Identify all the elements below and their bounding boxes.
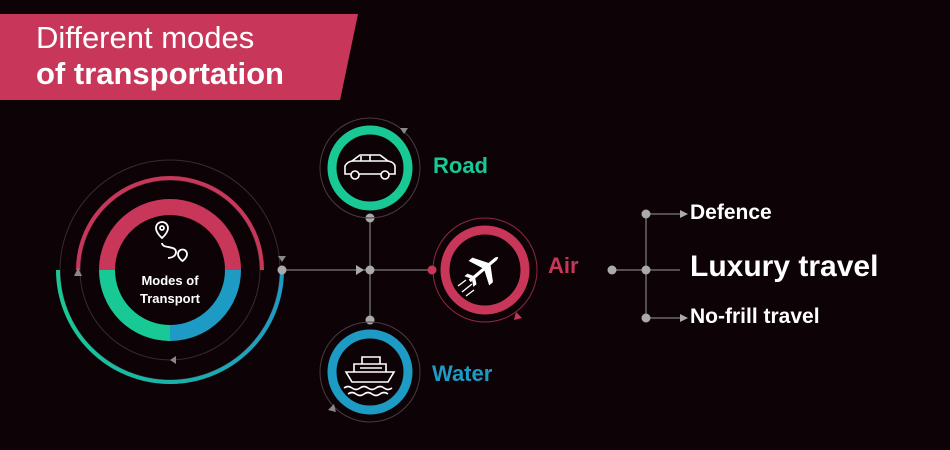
- hub-ring-green: [99, 269, 171, 341]
- road-label: Road: [433, 153, 488, 178]
- route-pin-icon: [155, 221, 188, 263]
- node-water: [365, 315, 375, 325]
- road-ring-arrow: [400, 128, 408, 134]
- air-node: [432, 217, 538, 323]
- node-junction: [365, 265, 375, 275]
- arrow-to-junction: [356, 265, 364, 275]
- airplane-icon: [464, 256, 499, 287]
- hub-arrow-bottom: [170, 356, 176, 364]
- water-label: Water: [432, 361, 493, 386]
- road-ring: [327, 125, 413, 211]
- center-label: Modes of Transport: [120, 272, 220, 308]
- center-label-line-1: Modes of: [141, 273, 199, 288]
- water-node: [319, 321, 421, 423]
- car-icon: [344, 154, 396, 180]
- speed-lines-icon: [457, 279, 475, 297]
- hub-arrow-left: [74, 268, 82, 276]
- ship-icon: [343, 356, 396, 397]
- node-air: [427, 265, 437, 275]
- title-banner: [0, 14, 358, 100]
- road-outer-ring: [319, 117, 421, 219]
- hub-ring-red: [99, 199, 241, 271]
- hub-ring-blue: [169, 269, 241, 341]
- air-ring-arrow: [514, 312, 522, 320]
- hub-outer-ring: [59, 159, 281, 381]
- arrow-no-frill: [680, 314, 688, 322]
- node-no-frill: [641, 313, 651, 323]
- use-defence-label: Defence: [690, 201, 772, 224]
- hub-gradient-arc: [56, 269, 284, 384]
- center-hub: [56, 159, 286, 384]
- center-label-line-2: Transport: [140, 291, 200, 306]
- node-hub-exit: [277, 265, 287, 275]
- node-air-uses-start: [607, 265, 617, 275]
- hub-red-arc: [76, 176, 264, 271]
- arrow-defence: [680, 210, 688, 218]
- node-defence: [641, 209, 651, 219]
- node-air-uses-mid: [641, 265, 651, 275]
- title-line-1: Different modes: [36, 20, 255, 55]
- use-no-frill-label: No-frill travel: [690, 305, 820, 328]
- air-label: Air: [548, 253, 579, 278]
- road-node: [319, 117, 421, 219]
- title-line-2: of transportation: [36, 56, 284, 91]
- use-luxury-label: Luxury travel: [690, 250, 879, 283]
- water-ring-arrow: [328, 404, 336, 412]
- air-outer-ring: [432, 217, 538, 323]
- water-outer-ring: [319, 321, 421, 423]
- hub-arrow-right: [278, 256, 286, 262]
